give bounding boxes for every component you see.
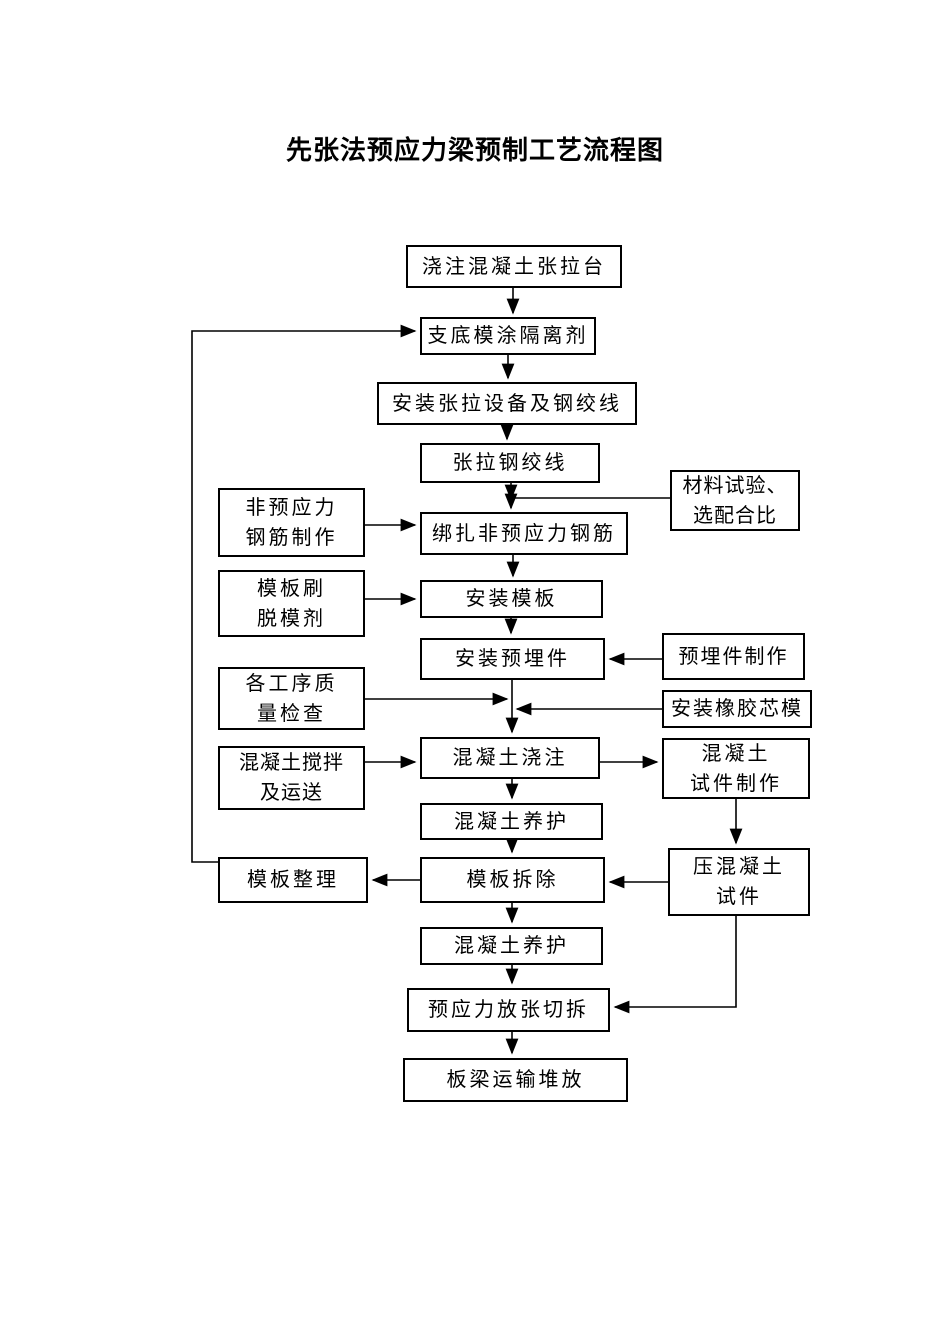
node-label-line2: 脱模剂 <box>257 607 326 630</box>
node-install-tension-equipment-strands: 安装张拉设备及钢绞线 <box>377 382 637 425</box>
node-material-test-mix-design: 材料试验、 选配合比 <box>670 470 800 531</box>
node-label: 预应力放张切拆 <box>428 999 589 1021</box>
node-label: 混凝土浇注 <box>452 747 568 769</box>
node-concrete-mixing-transport: 混凝土搅拌 及运送 <box>218 746 365 810</box>
node-label-line2: 钢筋制作 <box>245 526 338 549</box>
node-label-line1: 各工序质 <box>245 672 338 695</box>
node-label-line2: 试件制作 <box>690 772 782 795</box>
node-label: 安装橡胶芯模 <box>671 698 803 720</box>
node-concrete-curing-1: 混凝土养护 <box>420 803 603 840</box>
node-label: 安装预埋件 <box>455 648 570 670</box>
node-label: 绑扎非预应力钢筋 <box>432 522 616 545</box>
node-label-line1: 压混凝土 <box>693 856 785 878</box>
node-label: 混凝土养护 <box>454 935 569 957</box>
node-label: 模板整理 <box>247 869 339 891</box>
node-label-line2: 试件 <box>716 886 762 908</box>
node-concrete-pouring: 混凝土浇注 <box>420 737 600 779</box>
node-label: 支底模涂隔离剂 <box>427 325 589 347</box>
node-beam-transport-stacking: 板梁运输堆放 <box>403 1058 628 1102</box>
node-install-formwork: 安装模板 <box>420 580 603 618</box>
node-label-line1: 混凝土 <box>701 742 771 765</box>
node-embedded-parts-fabrication: 预埋件制作 <box>662 633 805 680</box>
arrow-press-to-release <box>613 916 737 1014</box>
node-label: 混凝土养护 <box>454 810 569 833</box>
node-form-release-coating: 模板刷 脱模剂 <box>218 570 365 637</box>
node-concrete-curing-2: 混凝土养护 <box>420 927 603 965</box>
node-label-line2: 量检查 <box>257 702 326 725</box>
node-label: 模板拆除 <box>466 869 559 891</box>
node-label: 张拉钢绞线 <box>452 452 568 474</box>
node-label-line2: 选配合比 <box>693 504 777 527</box>
node-label: 预埋件制作 <box>678 645 789 668</box>
arrow-tidying-feedback-to-bottomform <box>191 324 417 863</box>
node-formwork-removal: 模板拆除 <box>420 857 605 903</box>
node-formwork-tidying: 模板整理 <box>218 857 368 903</box>
node-non-prestressed-rebar-fabrication: 非预应力 钢筋制作 <box>218 488 365 557</box>
node-label-line1: 材料试验、 <box>682 474 788 497</box>
node-install-rubber-core-mold: 安装橡胶芯模 <box>662 690 812 728</box>
node-cast-concrete-tension-bed: 浇注混凝土张拉台 <box>406 245 622 288</box>
node-process-quality-inspection: 各工序质 量检查 <box>218 667 365 730</box>
node-label: 安装张拉设备及钢绞线 <box>392 392 622 415</box>
node-set-bottom-form-release-agent: 支底模涂隔离剂 <box>420 317 596 355</box>
node-label-line2: 及运送 <box>260 782 323 804</box>
node-prestress-release-cutting: 预应力放张切拆 <box>407 988 610 1032</box>
node-press-concrete-specimen: 压混凝土 试件 <box>668 848 810 916</box>
node-label-line1: 模板刷 <box>257 577 326 600</box>
node-tension-strands: 张拉钢绞线 <box>420 443 600 483</box>
node-tie-non-prestressed-rebar: 绑扎非预应力钢筋 <box>420 512 628 555</box>
node-label: 安装模板 <box>465 588 558 610</box>
node-label: 浇注混凝土张拉台 <box>422 255 606 278</box>
node-label: 板梁运输堆放 <box>446 1069 585 1091</box>
node-label-line1: 非预应力 <box>245 496 338 519</box>
node-concrete-specimen-making: 混凝土 试件制作 <box>662 738 810 799</box>
node-install-embedded-parts: 安装预埋件 <box>420 638 605 680</box>
page-title: 先张法预应力梁预制工艺流程图 <box>285 135 664 165</box>
node-label-line1: 混凝土搅拌 <box>239 752 344 774</box>
